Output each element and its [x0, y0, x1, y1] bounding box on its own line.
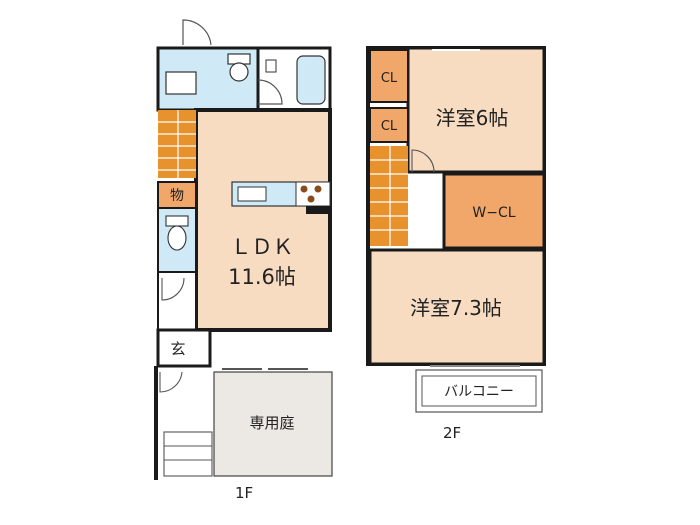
closet-top-label: CL — [381, 71, 398, 86]
closet-mid — [369, 107, 409, 143]
stair-treads — [370, 146, 408, 246]
ldk-size-label: 11.6帖 — [228, 265, 296, 289]
entrance-door-swing — [159, 371, 183, 393]
balcony-inner — [421, 375, 537, 407]
room-6-label: 洋室6帖 — [436, 106, 509, 130]
closet-top — [369, 49, 409, 103]
ldk-room — [194, 108, 332, 332]
walk-in-closet — [442, 172, 546, 250]
stairs-2f — [370, 146, 408, 246]
toilet-icon — [167, 225, 187, 251]
balcony-label: バルコニー — [444, 384, 514, 400]
burner-icon — [314, 185, 322, 193]
western-room-6 — [406, 46, 546, 174]
hallway — [157, 271, 197, 331]
sink-icon — [237, 186, 267, 202]
walkin-closet-label: W−CL — [472, 205, 515, 221]
top-door-swing — [182, 19, 212, 46]
room-7-3-label: 洋室7.3帖 — [410, 296, 502, 320]
burner-icon — [307, 195, 315, 203]
outdoor-steps — [163, 431, 213, 477]
entrance — [156, 328, 212, 368]
western-room-7-3 — [368, 248, 546, 366]
toilet-door-swing — [161, 277, 185, 301]
stove — [295, 181, 331, 207]
shower-icon — [265, 59, 277, 73]
stairs-1f — [158, 110, 196, 178]
washbasin-icon — [165, 71, 197, 95]
closet-mid-label: CL — [381, 119, 398, 134]
private-garden — [213, 371, 333, 477]
room-door-swing — [411, 149, 435, 173]
toilet-tank-icon — [165, 215, 189, 227]
burner-icon — [300, 185, 308, 193]
ldk-label: ＬＤＫ — [231, 235, 294, 259]
bathtub-icon — [296, 55, 326, 105]
entrance-label: 玄 — [170, 340, 185, 358]
floor-2: 洋室6帖 洋室7.3帖 CL CL W−CL バルコニー — [366, 46, 546, 413]
floor-1-label: 1F — [235, 484, 254, 502]
stair-treads — [158, 110, 196, 178]
storage-label: 物 — [170, 188, 184, 204]
fridge-space — [306, 206, 330, 214]
floor-1: ＬＤＫ 11.6帖 物 玄 専用庭 — [154, 19, 333, 480]
toilet-icon — [229, 62, 249, 82]
garden-label: 専用庭 — [249, 414, 294, 432]
bath-door-swing — [257, 79, 283, 105]
floor-2-label: 2F — [443, 424, 462, 442]
